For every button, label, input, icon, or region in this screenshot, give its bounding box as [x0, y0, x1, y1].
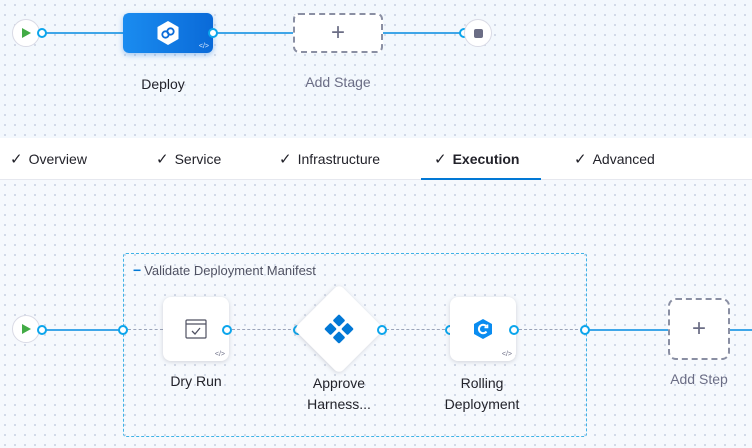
check-icon: ✓: [574, 151, 587, 168]
deploy-stage-card[interactable]: </>: [123, 13, 213, 53]
tab-label: Advanced: [592, 151, 655, 167]
deploy-stage-icon: [157, 21, 179, 45]
connector-line: [128, 329, 163, 330]
play-icon: [22, 324, 31, 334]
connector-line: [383, 32, 464, 34]
add-stage-button[interactable]: +: [293, 13, 383, 53]
connector-port: [509, 325, 519, 335]
tab-execution[interactable]: ✓ Execution: [434, 138, 519, 180]
step-group-name: Validate Deployment Manifest: [144, 262, 316, 278]
connector-line: [42, 329, 123, 331]
connector-line: [589, 329, 668, 331]
add-stage-label: Add Stage: [305, 74, 371, 90]
step-group-title[interactable]: − Validate Deployment Manifest: [133, 262, 316, 278]
connector-line: [213, 32, 293, 34]
tab-label: Service: [174, 151, 222, 167]
connector-port: [377, 325, 387, 335]
yaml-badge: </>: [198, 43, 209, 50]
connector-line: [42, 32, 123, 34]
connector-line: [386, 329, 450, 330]
deploy-stage-label: Deploy: [141, 76, 185, 92]
check-icon: ✓: [10, 151, 23, 168]
harness-approval-icon: [324, 314, 354, 344]
approval-step-label: Approve Harness...: [307, 375, 371, 412]
plus-icon: +: [330, 19, 345, 46]
connector-line: [519, 329, 583, 330]
connector-port: [37, 28, 47, 38]
tab-infrastructure[interactable]: ✓ Infrastructure: [279, 138, 380, 180]
rolling-deployment-icon: [474, 319, 492, 339]
dry-run-icon: [185, 319, 207, 339]
tab-label: Infrastructure: [297, 151, 381, 167]
add-step-button[interactable]: +: [668, 298, 730, 360]
active-tab-indicator: [421, 178, 541, 180]
plus-icon: +: [691, 315, 706, 342]
dry-run-step-card[interactable]: </>: [163, 297, 229, 361]
check-icon: ✓: [156, 151, 169, 168]
collapse-icon[interactable]: −: [133, 262, 142, 278]
step-group-port: [118, 325, 128, 335]
tab-label: Overview: [28, 151, 87, 167]
execution-canvas: [0, 180, 752, 448]
pipeline-end-button: [464, 19, 492, 47]
step-group-container[interactable]: [123, 253, 587, 437]
tab-label: Execution: [452, 151, 520, 167]
play-icon: [22, 28, 31, 38]
step-group-port: [580, 325, 590, 335]
yaml-badge: </>: [214, 351, 225, 358]
check-icon: ✓: [434, 151, 447, 168]
connector-line: [232, 329, 296, 330]
tab-advanced[interactable]: ✓ Advanced: [574, 138, 655, 180]
pipeline-start-button[interactable]: [12, 19, 40, 47]
check-icon: ✓: [279, 151, 292, 168]
connector-port: [37, 325, 47, 335]
stage-tab-bar: ✓ Overview ✓ Service ✓ Infrastructure ✓ …: [0, 138, 752, 180]
stop-icon: [473, 28, 483, 38]
connector-port: [222, 325, 232, 335]
tab-overview[interactable]: ✓ Overview: [10, 138, 87, 180]
rolling-deployment-step-label: Rolling Deployment: [444, 375, 520, 412]
dry-run-step-label: Dry Run: [170, 373, 222, 389]
yaml-badge: </>: [501, 351, 512, 358]
tab-service[interactable]: ✓ Service: [156, 138, 221, 180]
execution-start-button[interactable]: [12, 315, 40, 343]
add-step-label: Add Step: [670, 371, 728, 387]
connector-port: [208, 28, 218, 38]
rolling-deployment-step-card[interactable]: </>: [450, 297, 516, 361]
connector-line: [730, 329, 752, 331]
